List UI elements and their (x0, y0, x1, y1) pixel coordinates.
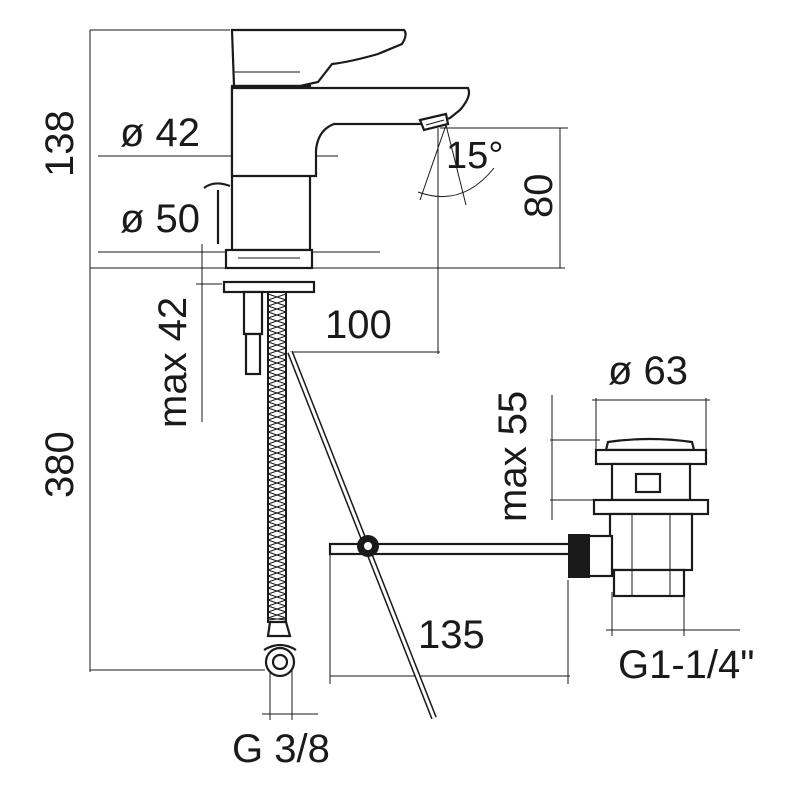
hose-nut (266, 620, 292, 638)
braid-strand (267, 497, 287, 505)
braid-strand (267, 575, 287, 583)
braid-strand (267, 611, 287, 619)
dim-g38: G 3/8 (232, 727, 330, 771)
braid-strand (267, 509, 287, 517)
braid-strand (267, 617, 287, 621)
braid-strand (267, 503, 287, 511)
braid-strand (267, 569, 287, 577)
braid-strand (267, 479, 287, 487)
braid-strand (267, 515, 287, 523)
braid-strand (267, 557, 287, 565)
braid-strand (267, 521, 287, 529)
braid-strand (267, 407, 287, 415)
hose-braid (267, 293, 287, 621)
braid-strand (267, 473, 287, 481)
braid-strand (267, 395, 287, 403)
braid-strand (267, 593, 287, 601)
braid-strand (267, 353, 287, 361)
braid-strand (267, 485, 287, 493)
threaded-stud (242, 290, 264, 336)
braid-strand (267, 293, 287, 301)
braid-strand (267, 587, 287, 595)
braid-strand (267, 413, 287, 421)
braid-strand (267, 329, 287, 337)
braid-strand (267, 311, 287, 319)
deck-washer (222, 280, 316, 294)
braid-strand (267, 599, 287, 607)
rod-connector (568, 534, 590, 578)
dim-spout-dia: ø 42 (120, 111, 200, 155)
dimension-labels: 138 ø 42 ø 50 80 15° max 42 100 380 ø 63… (38, 110, 754, 771)
braid-strand (267, 467, 287, 475)
waste-valve (568, 437, 710, 598)
tap-handle (230, 28, 407, 88)
braid-strand (267, 539, 287, 547)
dimension-lines (89, 29, 740, 720)
braid-strand (267, 431, 287, 439)
braid-strand (267, 419, 287, 427)
braid-strand (267, 425, 287, 433)
braid-strand (267, 347, 287, 355)
braid-strand (267, 305, 287, 313)
braid-strand (267, 299, 287, 307)
braid-strand (267, 359, 287, 367)
dim-80: 80 (517, 174, 561, 219)
braid-strand (267, 545, 287, 553)
braid-strand (267, 401, 287, 409)
braid-strand (267, 527, 287, 535)
dim-waste-dia: ø 63 (608, 349, 688, 393)
dim-angle: 15° (446, 135, 503, 177)
dim-g114: G1-1/4" (618, 643, 754, 687)
braid-strand (267, 335, 287, 343)
dim-135: 135 (418, 613, 485, 657)
braid-strand (267, 341, 287, 349)
braid-strand (267, 461, 287, 469)
tap-base (224, 248, 314, 270)
dim-380: 380 (38, 431, 82, 498)
waste-cap (604, 437, 696, 452)
dim-100: 100 (325, 303, 392, 347)
lift-rod-knob (203, 182, 231, 244)
aerator (418, 112, 450, 132)
dim-max55: max 55 (491, 391, 535, 522)
braid-strand (267, 581, 287, 589)
dim-max42: max 42 (151, 297, 195, 428)
braid-strand (267, 383, 287, 391)
braid-strand (267, 551, 287, 559)
braid-strand (267, 533, 287, 541)
braid-strand (267, 449, 287, 457)
mixer-tap (203, 28, 471, 678)
braid-strand (267, 437, 287, 445)
dim-138: 138 (38, 110, 82, 177)
braid-strand (267, 605, 287, 613)
pop-up-rod (287, 350, 572, 720)
braid-strand (267, 491, 287, 499)
braid-strand (267, 443, 287, 451)
braid-strand (267, 365, 287, 373)
tap-spout (230, 86, 471, 178)
braid-strand (267, 455, 287, 463)
braid-strand (267, 323, 287, 331)
braid-strand (267, 317, 287, 325)
dim-base-dia: ø 50 (120, 197, 200, 241)
braid-strand (267, 563, 287, 571)
braid-strand (267, 389, 287, 397)
braid-strand (267, 377, 287, 385)
braid-strand (267, 371, 287, 379)
